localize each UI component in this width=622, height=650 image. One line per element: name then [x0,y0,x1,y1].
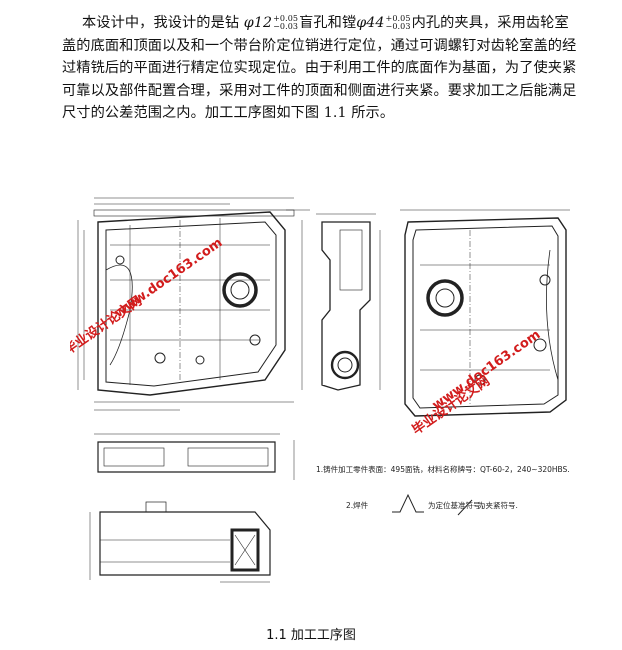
tolerance-44-upper: +0.05 [385,14,411,23]
side-view [316,213,381,391]
tolerance-12: +0.05−0.03 [273,15,298,31]
tolerance-12-upper: +0.05 [273,14,299,23]
note-2: 2.焊件 [346,500,369,510]
front-view [77,197,310,411]
process-drawing: 1.铸件加工零件表面：495面铣，材料名称牌号：QT-60-2，240~320H… [70,197,570,583]
text-part-3: 内孔的夹具，采用齿轮室盖的底面和顶面以及和一个带台阶定位销进行定位，通过可调螺钉… [62,15,577,121]
watermark-left-cn: 毕业设计论文网 [70,293,145,358]
tolerance-44: +0.05−0.03 [386,15,411,31]
text-part-1: 本设计中，我设计的是钻 [82,15,244,31]
figure-caption: 1.1 加工工序图 [266,628,356,643]
right-view [400,209,570,417]
note-2-end: 为夹紧符号. [478,500,518,510]
tolerance-12-lower: −0.03 [273,22,299,31]
bottom-view [94,433,295,480]
watermark-right: www.doc163.com 毕业设计论文网 [409,327,543,438]
diameter-44: φ44 [356,15,385,31]
tolerance-44-lower: −0.03 [385,22,411,31]
section-view [89,501,271,583]
note-2-tail: 为定位基准符号， [428,500,488,510]
diameter-12: φ12 [243,15,273,31]
note-1: 1.铸件加工零件表面：495面铣，材料名称牌号：QT-60-2，240~320H… [316,464,570,474]
text-part-2: 盲孔和镗 [299,15,357,31]
